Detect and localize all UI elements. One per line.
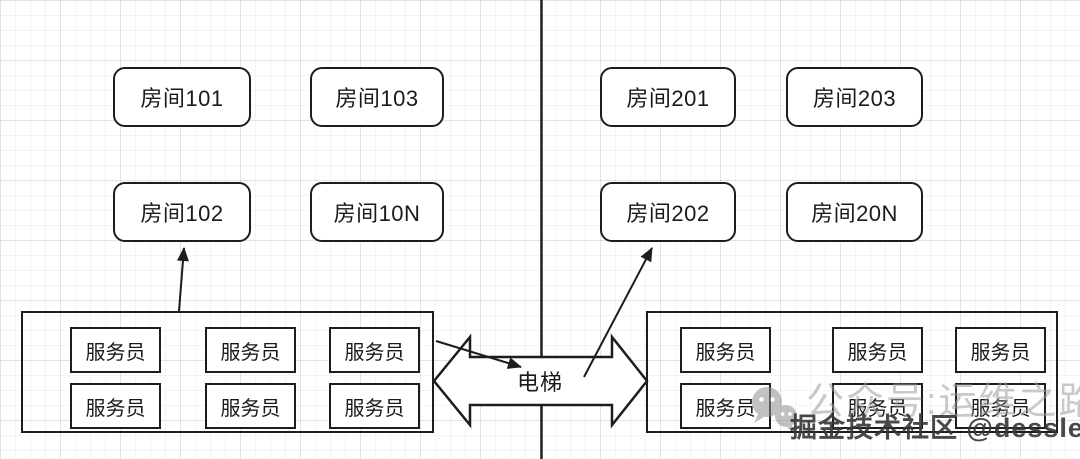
arrow-elevator-to-room202 [583,247,653,378]
staff-box: 服务员 [70,383,161,429]
staff-box: 服务员 [832,383,923,429]
elevator-label: 电梯 [516,370,563,395]
room-203-box: 房间203 [786,67,923,127]
staff-box: 服务员 [70,327,161,373]
staff-box: 服务员 [329,383,420,429]
watermark-channel-text: 公众号:运维之路 [806,381,1080,423]
room-103-box: 房间103 [310,67,444,127]
arrow-staff-to-room102 [176,247,189,312]
staff-box: 服务员 [955,383,1046,429]
arrow-staff-to-elevator [435,340,522,369]
room-202-box: 房间202 [600,182,736,242]
staff-box: 服务员 [680,327,771,373]
wechat-icon [752,387,797,432]
room-101-box: 房间101 [113,67,251,127]
watermark-community-text: 掘金技术社区 @dessler [790,413,1080,443]
room-201-box: 房间201 [600,67,736,127]
staff-box: 服务员 [329,327,420,373]
staff-box: 服务员 [832,327,923,373]
room-20n-box: 房间20N [786,182,923,242]
room-102-box: 房间102 [113,182,251,242]
staff-group-left: 服务员 服务员 服务员 服务员 服务员 服务员 [21,311,434,433]
staff-box: 服务员 [955,327,1046,373]
staff-box: 服务员 [205,327,296,373]
staff-box: 服务员 [205,383,296,429]
room-10n-box: 房间10N [310,182,444,242]
